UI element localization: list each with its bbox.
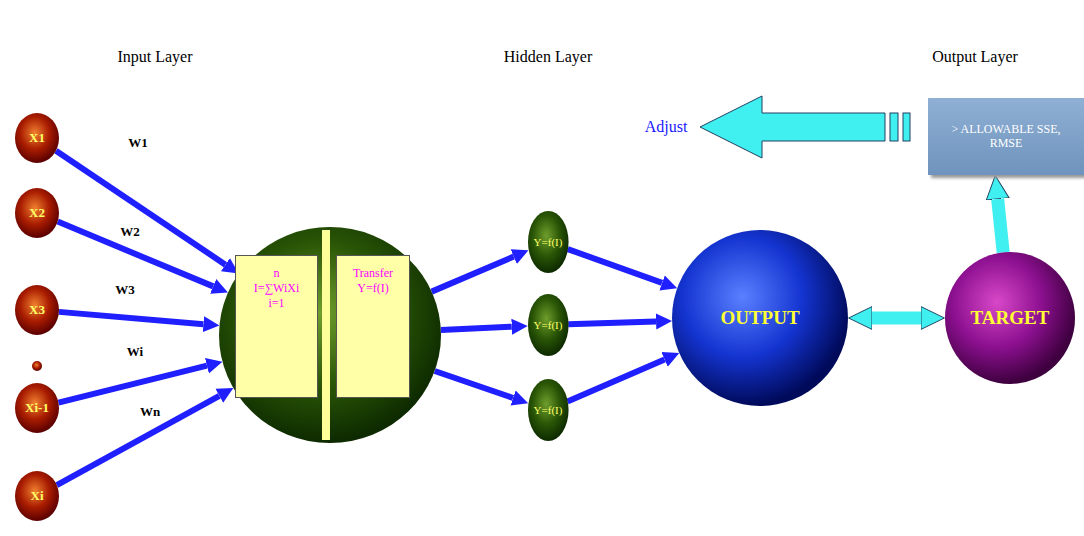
node-text: > ALLOWABLE SSE, RMSE — [946, 123, 1066, 149]
hidden-node-fill — [528, 294, 569, 356]
input-node-fill — [15, 188, 59, 238]
divider-bar — [322, 230, 330, 440]
node-text: Y=f(I) — [534, 319, 563, 331]
node-text: X3 — [29, 303, 45, 317]
output-circle-fill — [672, 230, 848, 406]
neuron-circle: nI=∑WiXii=1TransferY=f(I) — [219, 227, 441, 443]
adjust-arrow — [700, 96, 910, 158]
weight-label: W1 — [126, 135, 150, 151]
neuron-circle-fill — [219, 227, 441, 443]
weight-label: Wn — [138, 404, 162, 420]
weight-label: W3 — [113, 282, 137, 298]
input-node-fill — [15, 113, 59, 163]
weight-arrow — [59, 312, 204, 324]
ellipsis-dot — [32, 361, 42, 371]
layer-heading: Input Layer — [117, 48, 192, 66]
node-text: I=∑WiXi — [254, 281, 300, 296]
node-text: Y=f(I) — [534, 236, 563, 248]
transfer-box: TransferY=f(I) — [336, 255, 410, 398]
hidden-node: Y=f(I) — [528, 379, 569, 441]
weight-arrow — [56, 151, 225, 265]
comparison-arrow — [872, 312, 921, 325]
weight-label: W2 — [118, 224, 142, 240]
target-circle-fill — [945, 252, 1075, 384]
node-text: TARGET — [971, 308, 1050, 329]
node-text: n — [274, 266, 280, 281]
node-text: X1 — [29, 131, 45, 145]
weight-arrow — [568, 249, 662, 283]
weight-label: Wi — [125, 344, 145, 360]
input-node: X2 — [15, 188, 59, 238]
node-text: i=1 — [268, 296, 284, 311]
node-text: Y=f(I) — [357, 281, 388, 296]
weight-arrow — [58, 366, 206, 403]
input-node: X1 — [15, 113, 59, 163]
weight-arrow — [57, 396, 220, 485]
weight-arrow — [441, 327, 512, 330]
hidden-node: Y=f(I) — [528, 211, 569, 273]
adjust-label: Adjust — [645, 118, 688, 136]
hidden-node: Y=f(I) — [528, 294, 569, 356]
weight-arrow — [435, 371, 513, 398]
layer-heading: Output Layer — [932, 48, 1018, 66]
error-check-box: > ALLOWABLE SSE, RMSE — [928, 98, 1084, 175]
node-text: Xi-1 — [25, 401, 49, 415]
hidden-node-fill — [528, 379, 569, 441]
output-circle: OUTPUT — [672, 230, 848, 406]
weight-arrow — [567, 359, 664, 401]
node-text: X2 — [29, 206, 45, 220]
layer-heading: Hidden Layer — [504, 48, 592, 66]
input-node-fill — [15, 471, 59, 521]
node-text: Xi — [31, 489, 44, 503]
input-node-fill — [15, 285, 59, 335]
summation-box: nI=∑WiXii=1 — [235, 255, 318, 398]
weight-arrow — [58, 222, 214, 287]
weight-arrow — [432, 257, 514, 292]
input-node: X3 — [15, 285, 59, 335]
comparison-arrow — [998, 199, 1004, 252]
node-text: OUTPUT — [720, 308, 799, 329]
input-node-fill — [15, 383, 59, 433]
target-circle: TARGET — [945, 252, 1075, 384]
node-text: Y=f(I) — [534, 404, 563, 416]
input-node: Xi-1 — [15, 383, 59, 433]
hidden-node-fill — [528, 211, 569, 273]
weight-arrow — [568, 321, 656, 324]
node-text: Transfer — [353, 266, 393, 281]
input-node: Xi — [15, 471, 59, 521]
